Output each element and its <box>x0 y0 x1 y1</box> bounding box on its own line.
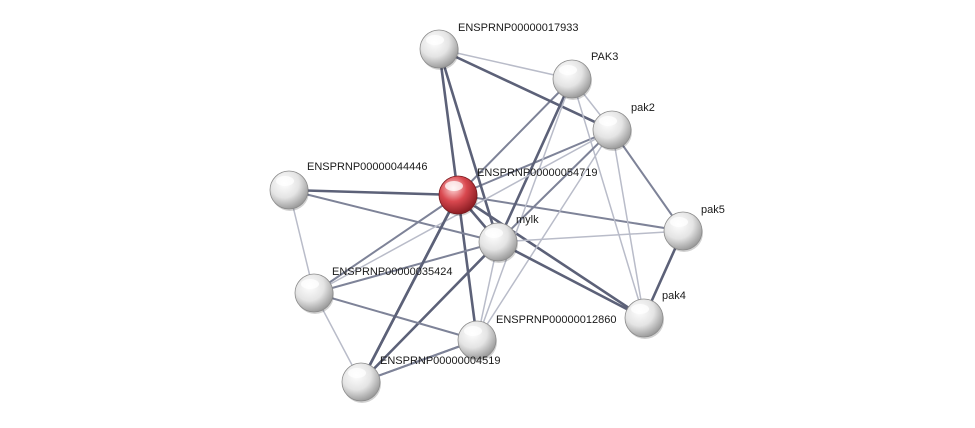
node-ENSPRNP00000012860[interactable] <box>457 320 497 361</box>
node-highlight <box>485 228 503 238</box>
node-ENSPRNP00000044446[interactable] <box>269 170 309 211</box>
node-PAK3[interactable] <box>552 59 592 100</box>
node-highlight <box>670 217 688 227</box>
edge-mylk-ENSPRNP00000035424 <box>313 241 499 294</box>
node-pak2[interactable] <box>592 110 632 151</box>
node-ENSPRNP00000004519[interactable] <box>341 362 381 403</box>
edge-ENSPRNP00000044446-mylk <box>288 189 499 243</box>
node-highlight <box>631 304 649 314</box>
node-pak4[interactable] <box>624 298 664 339</box>
node-mylk[interactable] <box>478 222 518 263</box>
node-label-ENSPRNP00000004519: ENSPRNP00000004519 <box>380 355 500 367</box>
edge-ENSPRNP00000017933-mylk <box>437 47 500 244</box>
node-highlight <box>301 279 319 289</box>
edge-mylk-pak4 <box>496 240 646 320</box>
node-highlight <box>276 176 294 186</box>
edge-ENSPRNP00000054719-ENSPRNP00000035424 <box>313 194 459 294</box>
edge-pak2-pak5 <box>611 129 684 232</box>
node-highlight <box>599 116 617 126</box>
edge-pak2-pak4 <box>611 129 645 319</box>
node-label-pak4: pak4 <box>662 290 686 302</box>
edge-ENSPRNP00000054719-ENSPRNP00000012860 <box>456 193 479 342</box>
node-highlight <box>348 368 366 378</box>
node-label-ENSPRNP00000017933: ENSPRNP00000017933 <box>458 22 578 34</box>
node-ENSPRNP00000054719[interactable] <box>438 175 478 216</box>
node-ENSPRNP00000017933[interactable] <box>419 29 459 70</box>
edge-mylk-ENSPRNP00000013557 <box>359 240 500 384</box>
edge-PAK3-mylk <box>496 77 574 244</box>
node-label-ENSPRNP00000054719: ENSPRNP00000054719 <box>477 167 597 179</box>
node-label-pak2: pak2 <box>631 102 655 114</box>
nodes-layer <box>269 29 703 403</box>
node-highlight <box>559 65 577 75</box>
node-label-ENSPRNP00000044446: ENSPRNP00000044446 <box>307 161 427 173</box>
node-pak5[interactable] <box>663 211 703 252</box>
edge-pak2-ENSPRNP00000012860 <box>476 129 613 341</box>
node-ENSPRNP00000035424[interactable] <box>294 273 334 314</box>
edge-mylk-pak5 <box>497 230 684 243</box>
node-highlight <box>445 181 463 191</box>
node-label-mylk: mylk <box>516 214 539 226</box>
node-highlight <box>426 35 444 45</box>
edge-ENSPRNP00000004519-ENSPRNP00000054719 <box>359 193 460 384</box>
edge-ENSPRNP00000054719-ENSPRNP00000044446 <box>287 188 460 197</box>
edge-PAK3-pak4 <box>571 78 645 319</box>
node-label-ENSPRNP00000012860: ENSPRNP00000012860 <box>496 314 616 326</box>
node-label-PAK3: PAK3 <box>591 51 618 63</box>
node-label-pak5: pak5 <box>701 204 725 216</box>
edge-ENSPRNP00000012860-ENSPRNP00000013557 <box>360 339 478 383</box>
edge-ENSPRNP00000054719-pak5 <box>457 194 684 232</box>
labels-layer: ENSPRNP00000054719 ENSPRNP00000017933PAK3… <box>307 22 725 367</box>
edge-pak2-mylk <box>497 129 613 243</box>
edge-PAK3-ENSPRNP00000012860 <box>476 78 573 341</box>
node-label-ENSPRNP00000035424: ENSPRNP00000035424 <box>332 266 452 278</box>
edge-ENSPRNP00000017933-PAK3 <box>438 48 573 80</box>
node-highlight <box>464 326 482 336</box>
edge-ENSPRNP00000054719-ENSPRNP00000017933 <box>437 47 460 197</box>
